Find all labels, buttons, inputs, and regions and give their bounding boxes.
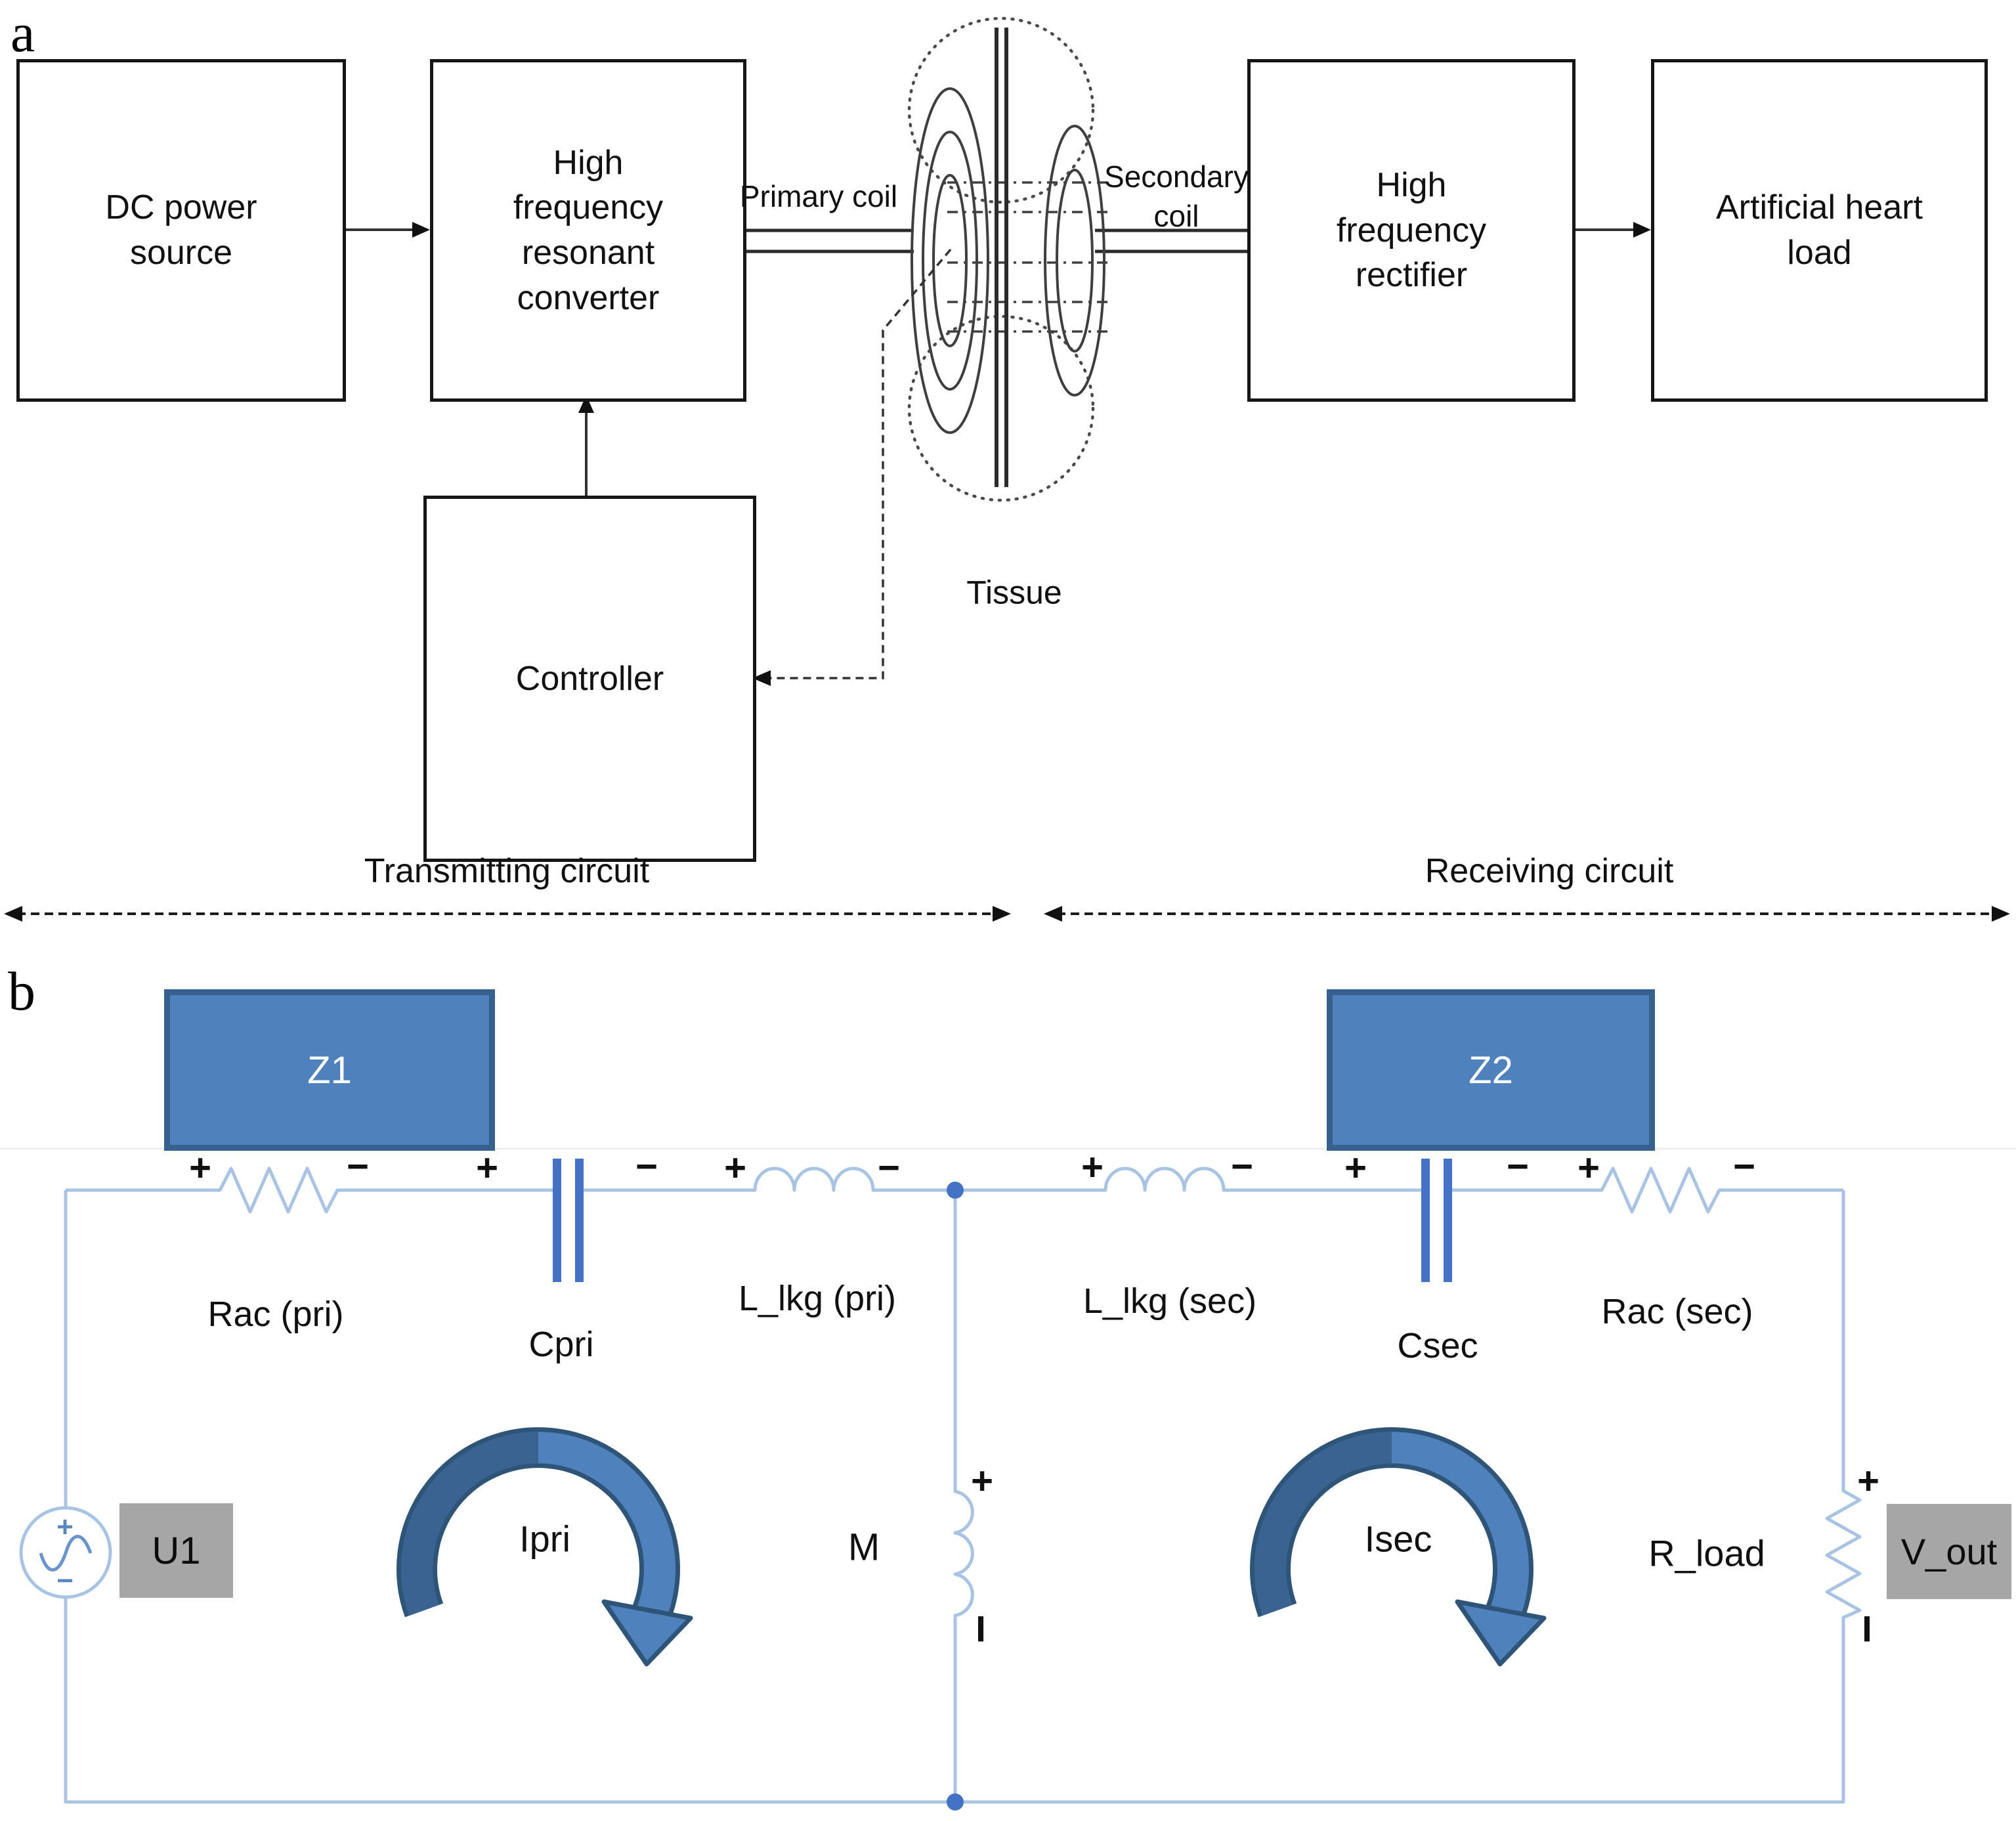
z1-impedance-box: Z1 (164, 989, 495, 1151)
circuit-wire (64, 1167, 1862, 1804)
rac-sec-minus-sign: − (1733, 1145, 1755, 1188)
csec-capacitor-icon (1421, 1159, 1452, 1282)
rac-sec-label: Rac (sec) (1601, 1291, 1753, 1331)
z2-label: Z2 (1469, 1048, 1513, 1092)
csec-minus-sign: − (1507, 1145, 1529, 1188)
llkg-pri-label: L_lkg (pri) (738, 1278, 897, 1318)
ac-source-plus-sign: + (56, 1510, 74, 1543)
m-label: M (847, 1526, 880, 1569)
ipri-loop-arrow-icon (397, 1427, 693, 1667)
secondary-coil-wires (1095, 228, 1247, 253)
rload-plus-sign: + (1857, 1459, 1879, 1503)
receiving-span-arrow (1044, 906, 2010, 922)
cpri-plus-sign: + (476, 1146, 498, 1189)
ac-source-icon (19, 1506, 112, 1599)
vout-label: V_out (1900, 1531, 1998, 1572)
llkg-sec-label: L_lkg (sec) (1083, 1281, 1257, 1321)
arrow-dc-to-converter (341, 222, 430, 238)
converter-label: High frequency resonant converter (513, 143, 664, 317)
rectifier-label: High frequency rectifier (1336, 166, 1487, 295)
secondary-coil-label: Secondary coil (1104, 160, 1249, 233)
primary-coil-icon (911, 87, 989, 434)
arrow-controller-to-converter (578, 395, 594, 496)
heart-load-box: Artificial heart load (1651, 59, 1988, 402)
secondary-coil-icon (1044, 125, 1105, 396)
llkg-sec-minus-sign: − (1231, 1145, 1253, 1188)
flux-dash-lines-icon (947, 181, 1108, 333)
primary-coil-wires (740, 228, 914, 253)
controller-label: Controller (515, 659, 664, 698)
rac-pri-plus-sign: + (189, 1146, 211, 1189)
field-lines-icon (907, 16, 1095, 502)
isec-label: Isec (1364, 1518, 1432, 1560)
z2-impedance-box: Z2 (1327, 989, 1655, 1151)
converter-box: High frequency resonant converter (430, 59, 746, 402)
m-minus-sign: I (976, 1608, 986, 1650)
cpri-capacitor-icon (553, 1159, 584, 1282)
llkg-pri-minus-sign: − (878, 1146, 900, 1189)
rac-pri-label: Rac (pri) (207, 1294, 344, 1334)
rac-pri-minus-sign: − (347, 1145, 369, 1188)
m-plus-sign: + (971, 1459, 993, 1503)
controller-box: Controller (423, 496, 756, 862)
junction-dot-bottom (947, 1793, 964, 1810)
ipri-label: Ipri (519, 1518, 570, 1560)
transmitting-circuit-label: Transmitting circuit (364, 852, 650, 891)
dc-power-source-label: DC power source (105, 188, 257, 272)
isec-loop-arrow-icon (1250, 1427, 1547, 1667)
cpri-label: Cpri (528, 1324, 594, 1364)
panel-a-label: a (11, 3, 35, 64)
llkg-sec-plus-sign: + (1081, 1146, 1104, 1189)
cpri-minus-sign: − (635, 1145, 658, 1188)
csec-label: Csec (1397, 1325, 1478, 1365)
arrow-rectifier-to-heart (1569, 222, 1651, 238)
transmitting-span-arrow (4, 906, 1011, 922)
rectifier-box: High frequency rectifier (1247, 59, 1576, 402)
u1-label: U1 (152, 1529, 201, 1572)
junction-dot-top (947, 1182, 964, 1199)
receiving-circuit-label: Receiving circuit (1425, 852, 1674, 891)
heart-load-label: Artificial heart load (1716, 188, 1923, 272)
primary-coil-label: Primary coil (739, 179, 898, 214)
panel-b-label: b (8, 961, 35, 1022)
rac-sec-plus-sign: + (1577, 1146, 1600, 1189)
dc-power-source-box: DC power source (16, 59, 346, 402)
vout-name-box: V_out (1887, 1504, 2011, 1599)
tissue-barrier-icon (995, 28, 1008, 487)
csec-plus-sign: + (1344, 1146, 1367, 1189)
u1-name-box: U1 (119, 1503, 233, 1598)
tissue-label: Tissue (966, 574, 1062, 611)
rload-minus-sign: I (1862, 1608, 1872, 1650)
feedback-dashed-arrow (752, 248, 952, 686)
llkg-pri-plus-sign: + (724, 1146, 746, 1189)
z1-label: Z1 (307, 1048, 352, 1092)
ac-source-minus-sign: − (56, 1564, 74, 1597)
rload-label: R_load (1648, 1532, 1765, 1574)
